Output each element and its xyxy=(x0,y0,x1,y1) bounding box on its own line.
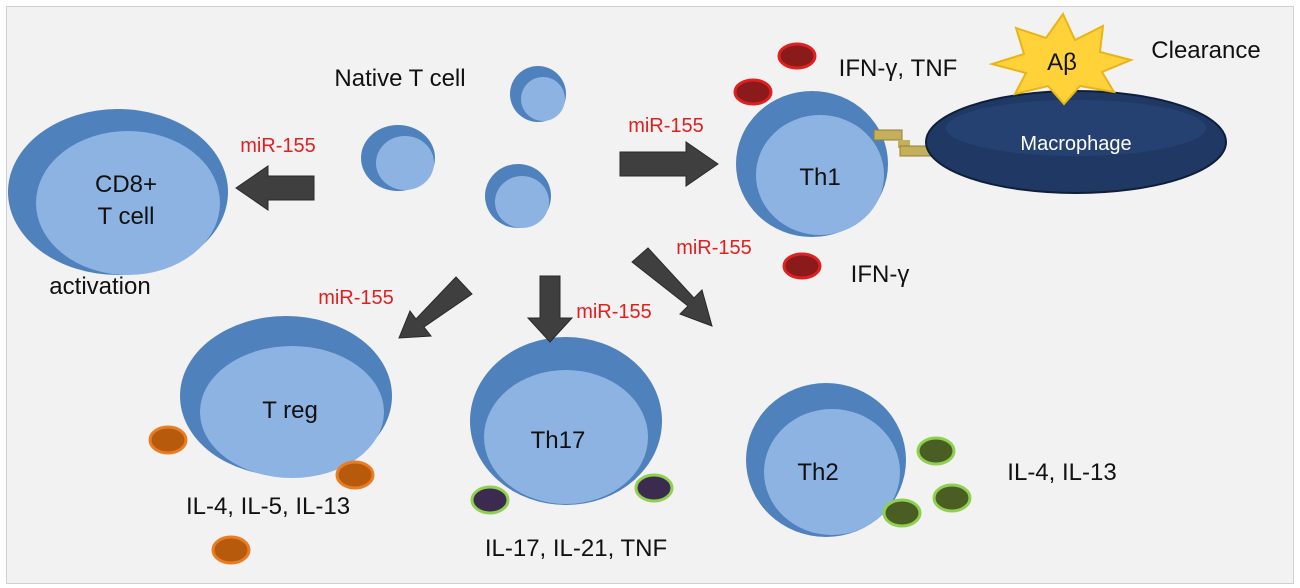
th1-cell xyxy=(736,91,888,237)
cytokine-th2-3 xyxy=(882,498,922,528)
th17-label: Th17 xyxy=(531,427,586,454)
arrow-to-th17 xyxy=(526,275,574,343)
arrow-to-th2 xyxy=(631,247,713,327)
abeta-star xyxy=(988,12,1135,106)
cytokine-th17-2 xyxy=(634,473,674,503)
macrophage xyxy=(925,90,1227,194)
mir155-th17-label: miR-155 xyxy=(576,301,652,323)
ifn-label: IFN-γ xyxy=(851,261,910,288)
arrow-to-treg xyxy=(398,276,473,339)
cytokine-th2-1 xyxy=(916,436,956,466)
native-t-cell-3 xyxy=(485,164,551,228)
native-t-cell-1 xyxy=(510,66,566,122)
th2-label: Th2 xyxy=(797,459,838,486)
cytokine-treg-3 xyxy=(211,535,251,565)
cytokine-ifn-tnf-2 xyxy=(733,78,773,106)
activation-label: activation xyxy=(49,273,150,300)
macrophage-label: Macrophage xyxy=(1020,133,1131,155)
treg-label: T reg xyxy=(262,397,318,424)
th2-cell xyxy=(746,383,906,537)
cytokine-th17-1 xyxy=(470,485,510,515)
cd8-label-line2: T cell xyxy=(98,203,155,230)
clearance-label: Clearance xyxy=(1151,37,1260,64)
treg-cell xyxy=(180,316,392,478)
th1-cytokines-label: IFN-γ, TNF xyxy=(839,55,958,82)
th1-label: Th1 xyxy=(799,164,840,191)
th2-cytokines-label: IL-4, IL-13 xyxy=(1007,459,1116,486)
cytokine-treg-2 xyxy=(335,460,375,490)
mir155-cd8-label: miR-155 xyxy=(240,135,316,157)
mir155-th2-label: miR-155 xyxy=(676,237,752,259)
th17-cytokines-label: IL-17, IL-21, TNF xyxy=(485,535,667,562)
cd8-t-cell xyxy=(8,109,228,275)
cytokine-ifn xyxy=(782,252,822,280)
cytokine-ifn-tnf-1 xyxy=(777,42,817,70)
treg-cytokines-label: IL-4, IL-5, IL-13 xyxy=(186,493,350,520)
abeta-label: Aβ xyxy=(1047,49,1077,76)
native-t-cell-label: Native T cell xyxy=(334,65,465,92)
cd8-label-line1: CD8+ xyxy=(95,171,157,198)
cytokine-th2-2 xyxy=(932,483,972,513)
mir155-th1-label: miR-155 xyxy=(628,115,704,137)
th17-cell xyxy=(470,337,662,505)
arrow-to-th1 xyxy=(619,141,719,187)
native-t-cell-2 xyxy=(361,125,435,191)
arrow-to-cd8 xyxy=(235,165,315,211)
cytokine-treg-1 xyxy=(148,425,188,455)
mir155-treg-label: miR-155 xyxy=(318,287,394,309)
